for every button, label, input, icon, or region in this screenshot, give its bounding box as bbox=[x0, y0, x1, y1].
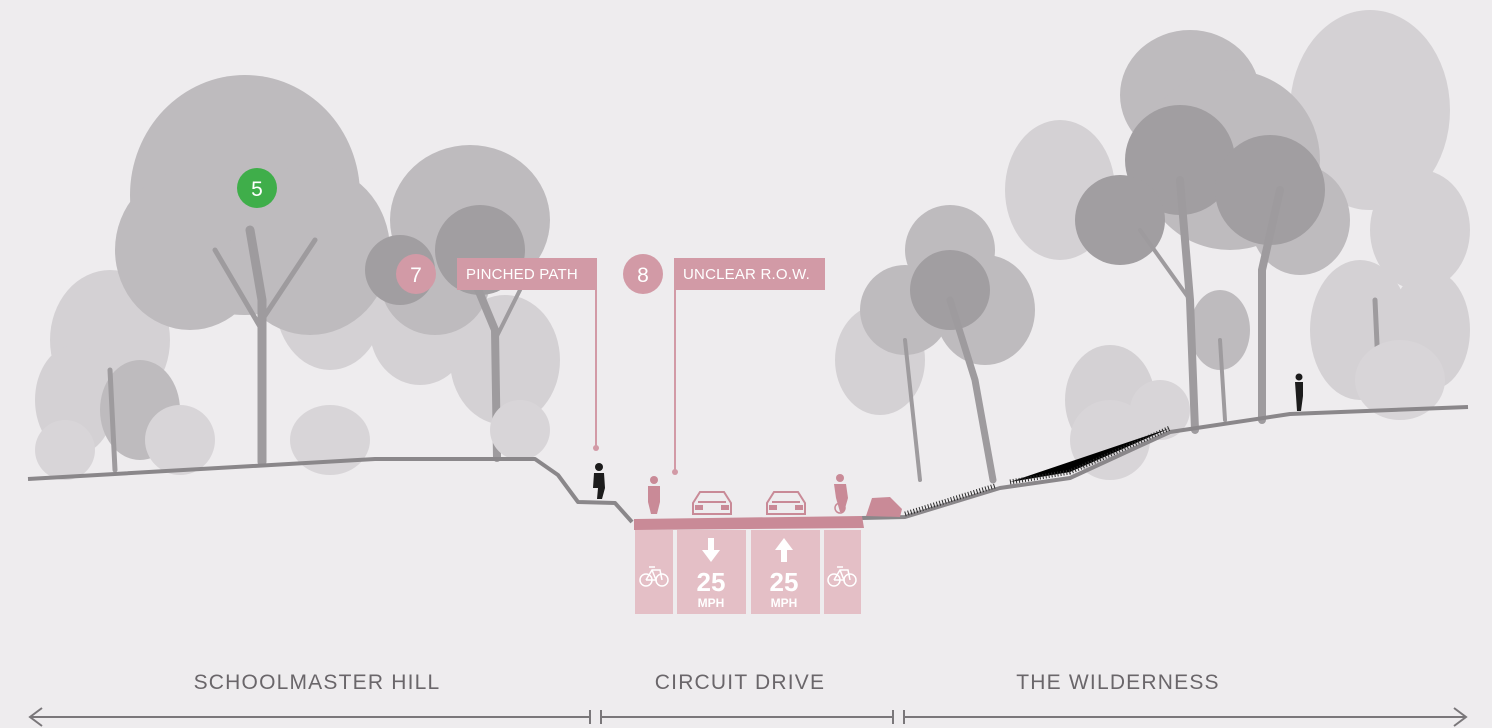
lane-travel-northbound: 25 MPH bbox=[751, 530, 820, 614]
lane-travel-southbound: 25 MPH bbox=[677, 530, 746, 614]
callout-8-label: UNCLEAR R.O.W. bbox=[683, 266, 810, 283]
extent-arrow-circuit-drive bbox=[601, 710, 893, 724]
curb-right bbox=[866, 497, 902, 517]
lane-speed-southbound: 25 bbox=[697, 567, 726, 597]
callout-8[interactable]: 8 UNCLEAR R.O.W. bbox=[623, 254, 825, 475]
lane-unit-northbound: MPH bbox=[771, 596, 798, 610]
zone-label-schoolmaster-hill: SCHOOLMASTER HILL bbox=[194, 671, 441, 694]
callout-7-label: PINCHED PATH bbox=[466, 266, 578, 283]
callout-7-number: 7 bbox=[410, 264, 422, 287]
extent-arrow-the-wilderness bbox=[904, 708, 1466, 726]
car-southbound bbox=[693, 492, 731, 514]
lane-speed-northbound: 25 bbox=[770, 567, 799, 597]
pedestrian-wilderness bbox=[1295, 374, 1303, 412]
marker-5[interactable]: 5 bbox=[237, 168, 277, 208]
lane-bike-right bbox=[824, 530, 861, 614]
zone-label-the-wilderness: THE WILDERNESS bbox=[1016, 671, 1220, 694]
car-northbound bbox=[767, 492, 805, 514]
callout-8-number: 8 bbox=[637, 264, 649, 287]
cyclist-left bbox=[648, 476, 660, 514]
extent-arrow-schoolmaster-hill bbox=[30, 708, 590, 726]
zone-label-circuit-drive: CIRCUIT DRIVE bbox=[655, 671, 825, 694]
marker-5-number: 5 bbox=[251, 178, 263, 201]
road-surface bbox=[634, 516, 864, 530]
pedestrian-path bbox=[593, 463, 605, 499]
lane-unit-southbound: MPH bbox=[698, 596, 725, 610]
cyclist-right bbox=[834, 474, 848, 513]
lane-bike-left bbox=[635, 530, 673, 614]
